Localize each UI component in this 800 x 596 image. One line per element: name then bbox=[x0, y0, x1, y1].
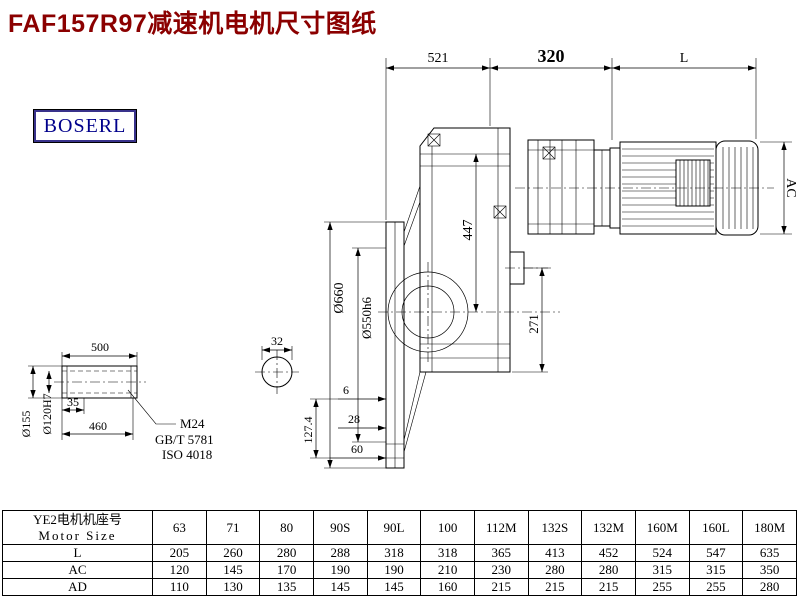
value-cell: 255 bbox=[634, 578, 690, 596]
row-label: AC bbox=[2, 561, 153, 579]
dim-460: 460 bbox=[89, 419, 107, 433]
motor-nameplate bbox=[675, 159, 711, 207]
dim-35: 35 bbox=[67, 395, 79, 409]
table-row-AD: AD 110 130 135 145 145 160 215 215 215 2… bbox=[2, 578, 797, 596]
header-cell: 100 bbox=[420, 510, 475, 545]
value-cell: 280 bbox=[527, 561, 583, 579]
value-cell: 635 bbox=[742, 544, 797, 562]
value-cell: 210 bbox=[420, 561, 475, 579]
value-cell: 170 bbox=[259, 561, 314, 579]
value-cell: 135 bbox=[259, 578, 314, 596]
header-cell: 180M bbox=[742, 510, 797, 545]
header-cell: 160M bbox=[634, 510, 690, 545]
value-cell: 280 bbox=[742, 578, 797, 596]
value-cell: 280 bbox=[259, 544, 314, 562]
value-cell: 160 bbox=[420, 578, 475, 596]
dim-32: 32 bbox=[271, 334, 283, 348]
header-cell: 90S bbox=[312, 510, 368, 545]
foot-dimensions: 6 28 60 127.4 bbox=[301, 383, 386, 461]
value-cell: 315 bbox=[688, 561, 744, 579]
header-cell: 132M bbox=[581, 510, 636, 545]
value-cell: 524 bbox=[634, 544, 690, 562]
shaft-end-view: 32 bbox=[255, 334, 299, 394]
bolt-symbols bbox=[427, 133, 556, 219]
dim-320: 320 bbox=[538, 46, 565, 66]
value-cell: 280 bbox=[581, 561, 636, 579]
header-cell: 112M bbox=[473, 510, 529, 545]
header-cell: 80 bbox=[259, 510, 314, 545]
adapter-housing bbox=[527, 139, 611, 235]
dim-60: 60 bbox=[351, 442, 363, 456]
row-header-cell: YE2电机机座号 Motor Size bbox=[2, 510, 153, 545]
row-header-en: Motor Size bbox=[38, 527, 117, 543]
ac-dimension: AC bbox=[760, 141, 798, 235]
dim-521: 521 bbox=[428, 51, 449, 66]
dim-127-4: 127.4 bbox=[301, 417, 315, 444]
row-label: AD bbox=[2, 578, 153, 596]
dim-660: Ø660 bbox=[332, 282, 347, 313]
dim-L: L bbox=[680, 51, 689, 66]
value-cell: 215 bbox=[473, 578, 529, 596]
header-cell: 90L bbox=[366, 510, 422, 545]
value-cell: 120 bbox=[152, 561, 207, 579]
thread-callout: M24 bbox=[180, 416, 205, 431]
value-cell: 190 bbox=[312, 561, 368, 579]
value-cell: 318 bbox=[366, 544, 422, 562]
value-cell: 315 bbox=[634, 561, 690, 579]
dim-155: Ø155 bbox=[19, 411, 33, 438]
value-cell: 205 bbox=[152, 544, 207, 562]
value-cell: 110 bbox=[152, 578, 207, 596]
technical-drawing: 521 320 L AC bbox=[19, 46, 798, 469]
table-header-row: YE2电机机座号 Motor Size 63 71 80 90S 90L 100… bbox=[2, 510, 797, 545]
value-cell: 145 bbox=[312, 578, 368, 596]
dim-550: Ø550h6 bbox=[359, 297, 374, 339]
dim-AC: AC bbox=[783, 178, 798, 197]
value-cell: 413 bbox=[527, 544, 583, 562]
value-cell: 130 bbox=[205, 578, 261, 596]
value-cell: 255 bbox=[688, 578, 744, 596]
value-cell: 350 bbox=[742, 561, 797, 579]
dim-120: Ø120H7 bbox=[40, 393, 54, 434]
value-cell: 145 bbox=[205, 561, 261, 579]
header-cell: 71 bbox=[205, 510, 261, 545]
value-cell: 452 bbox=[581, 544, 636, 562]
dim-6: 6 bbox=[343, 383, 349, 397]
header-cell: 160L bbox=[688, 510, 744, 545]
value-cell: 215 bbox=[581, 578, 636, 596]
boserl-logo: BOSERL bbox=[33, 109, 137, 143]
dim-447-group: 447 bbox=[461, 154, 479, 312]
row-header-cn: YE2电机机座号 bbox=[33, 511, 122, 527]
standard-iso: ISO 4018 bbox=[162, 447, 212, 462]
value-cell: 260 bbox=[205, 544, 261, 562]
value-cell: 547 bbox=[688, 544, 744, 562]
row-label: L bbox=[2, 544, 153, 562]
header-cell: 132S bbox=[527, 510, 583, 545]
dim-271: 271 bbox=[526, 314, 541, 334]
dim-271-group: 271 bbox=[512, 267, 548, 373]
dim-447: 447 bbox=[461, 220, 476, 241]
dim-28: 28 bbox=[348, 412, 360, 426]
gearbox bbox=[387, 127, 525, 373]
motor-size-table: YE2电机机座号 Motor Size 63 71 80 90S 90L 100… bbox=[2, 510, 797, 596]
header-cell: 63 bbox=[152, 510, 207, 545]
page-title: FAF157R97减速机电机尺寸图纸 bbox=[8, 10, 377, 38]
dim-660-group: Ø660 bbox=[324, 221, 386, 469]
value-cell: 230 bbox=[473, 561, 529, 579]
output-flange bbox=[385, 185, 427, 469]
value-cell: 365 bbox=[473, 544, 529, 562]
value-cell: 145 bbox=[366, 578, 422, 596]
value-cell: 318 bbox=[420, 544, 475, 562]
dim-550-group: Ø550h6 bbox=[352, 247, 386, 443]
shaft-detail: 500 Ø155 Ø120H7 35 460 M24 GB/T 5781 ISO… bbox=[19, 340, 214, 462]
standard-gb: GB/T 5781 bbox=[155, 432, 214, 447]
top-dimensions: 521 320 L bbox=[385, 46, 757, 220]
centerlines bbox=[378, 187, 774, 364]
value-cell: 190 bbox=[366, 561, 422, 579]
table-row-AC: AC 120 145 170 190 190 210 230 280 280 3… bbox=[2, 561, 797, 579]
value-cell: 215 bbox=[527, 578, 583, 596]
table-row-L: L 205 260 280 288 318 318 365 413 452 52… bbox=[2, 544, 797, 562]
value-cell: 288 bbox=[312, 544, 368, 562]
dim-500: 500 bbox=[91, 340, 109, 354]
